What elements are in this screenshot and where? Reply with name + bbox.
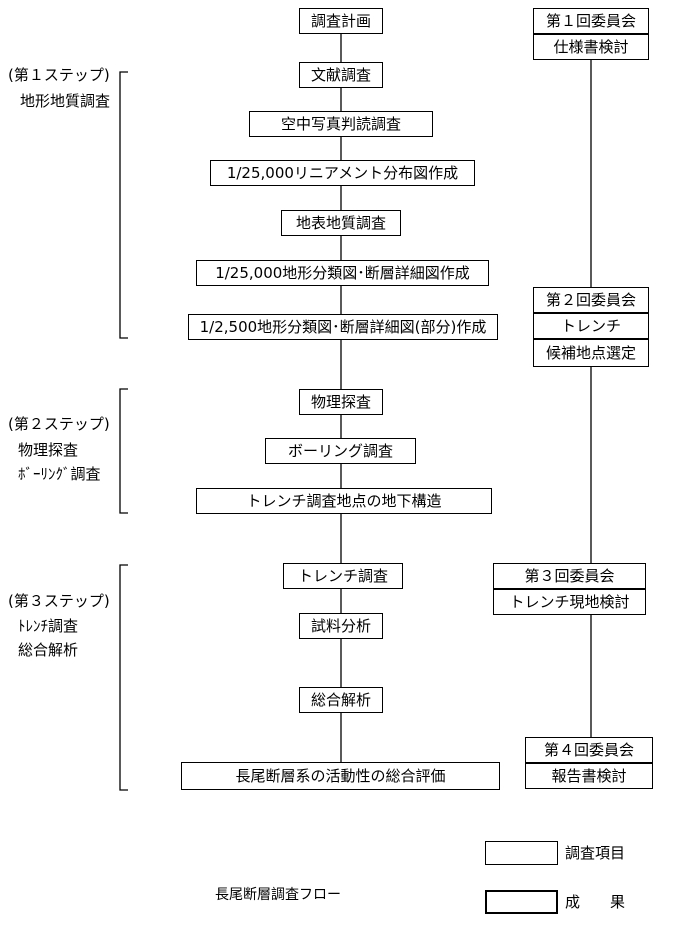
- step-3-title: (第３ステップ): [8, 592, 110, 610]
- flow-box-surface-geology-survey: 地表地質調査: [281, 210, 401, 236]
- step-3-line-2: 総合解析: [18, 641, 79, 659]
- committee-4-topic: 報告書検討: [525, 763, 653, 789]
- flow-box-comprehensive-analysis: 総合解析: [299, 687, 383, 713]
- committee-1-title: 第１回委員会: [533, 8, 649, 34]
- flow-box-trench-subsurface: トレンチ調査地点の地下構造: [196, 488, 492, 514]
- step-2-line-2: ﾎﾞｰﾘﾝｸﾞ調査: [18, 465, 101, 483]
- flow-box-lineament-map: 1/25,000リニアメント分布図作成: [210, 160, 475, 186]
- flow-box-sample-analysis: 試料分析: [299, 613, 383, 639]
- committee-3-topic: トレンチ現地検討: [493, 589, 646, 615]
- step-2-line-1: 物理探査: [18, 441, 79, 459]
- flow-box-trench-survey: トレンチ調査: [283, 563, 403, 589]
- step-3-line-1: ﾄﾚﾝﾁ調査: [18, 617, 79, 635]
- legend-label-result: 成 果: [565, 893, 626, 911]
- diagram-caption: 長尾断層調査フロー: [215, 887, 341, 903]
- legend-swatch-survey-item: [485, 841, 558, 865]
- flow-box-aerial-photo-survey: 空中写真判読調査: [249, 111, 433, 137]
- flow-box-survey-plan: 調査計画: [299, 8, 383, 34]
- committee-2-title: 第２回委員会: [533, 287, 649, 313]
- committee-2-topic-1: トレンチ: [533, 313, 649, 339]
- step-1-line-1: 地形地質調査: [20, 92, 111, 110]
- committee-3-title: 第３回委員会: [493, 563, 646, 589]
- legend-label-survey-item: 調査項目: [565, 844, 626, 862]
- flow-box-landform-map-2500: 1/2,500地形分類図･断層詳細図(部分)作成: [188, 314, 498, 340]
- committee-1-topic: 仕様書検討: [533, 34, 649, 60]
- flow-box-geophysical-survey: 物理探査: [299, 389, 383, 415]
- committee-4-title: 第４回委員会: [525, 737, 653, 763]
- flow-box-landform-map-25000: 1/25,000地形分類図･断層詳細図作成: [196, 260, 489, 286]
- legend-swatch-result: [485, 890, 558, 914]
- flow-box-final-evaluation: 長尾断層系の活動性の総合評価: [181, 762, 500, 790]
- flow-box-literature-survey: 文献調査: [299, 62, 383, 88]
- committee-2-topic-2: 候補地点選定: [533, 339, 649, 367]
- flow-box-boring-survey: ボーリング調査: [265, 438, 416, 464]
- step-1-title: (第１ステップ): [8, 66, 110, 84]
- step-2-title: (第２ステップ): [8, 415, 110, 433]
